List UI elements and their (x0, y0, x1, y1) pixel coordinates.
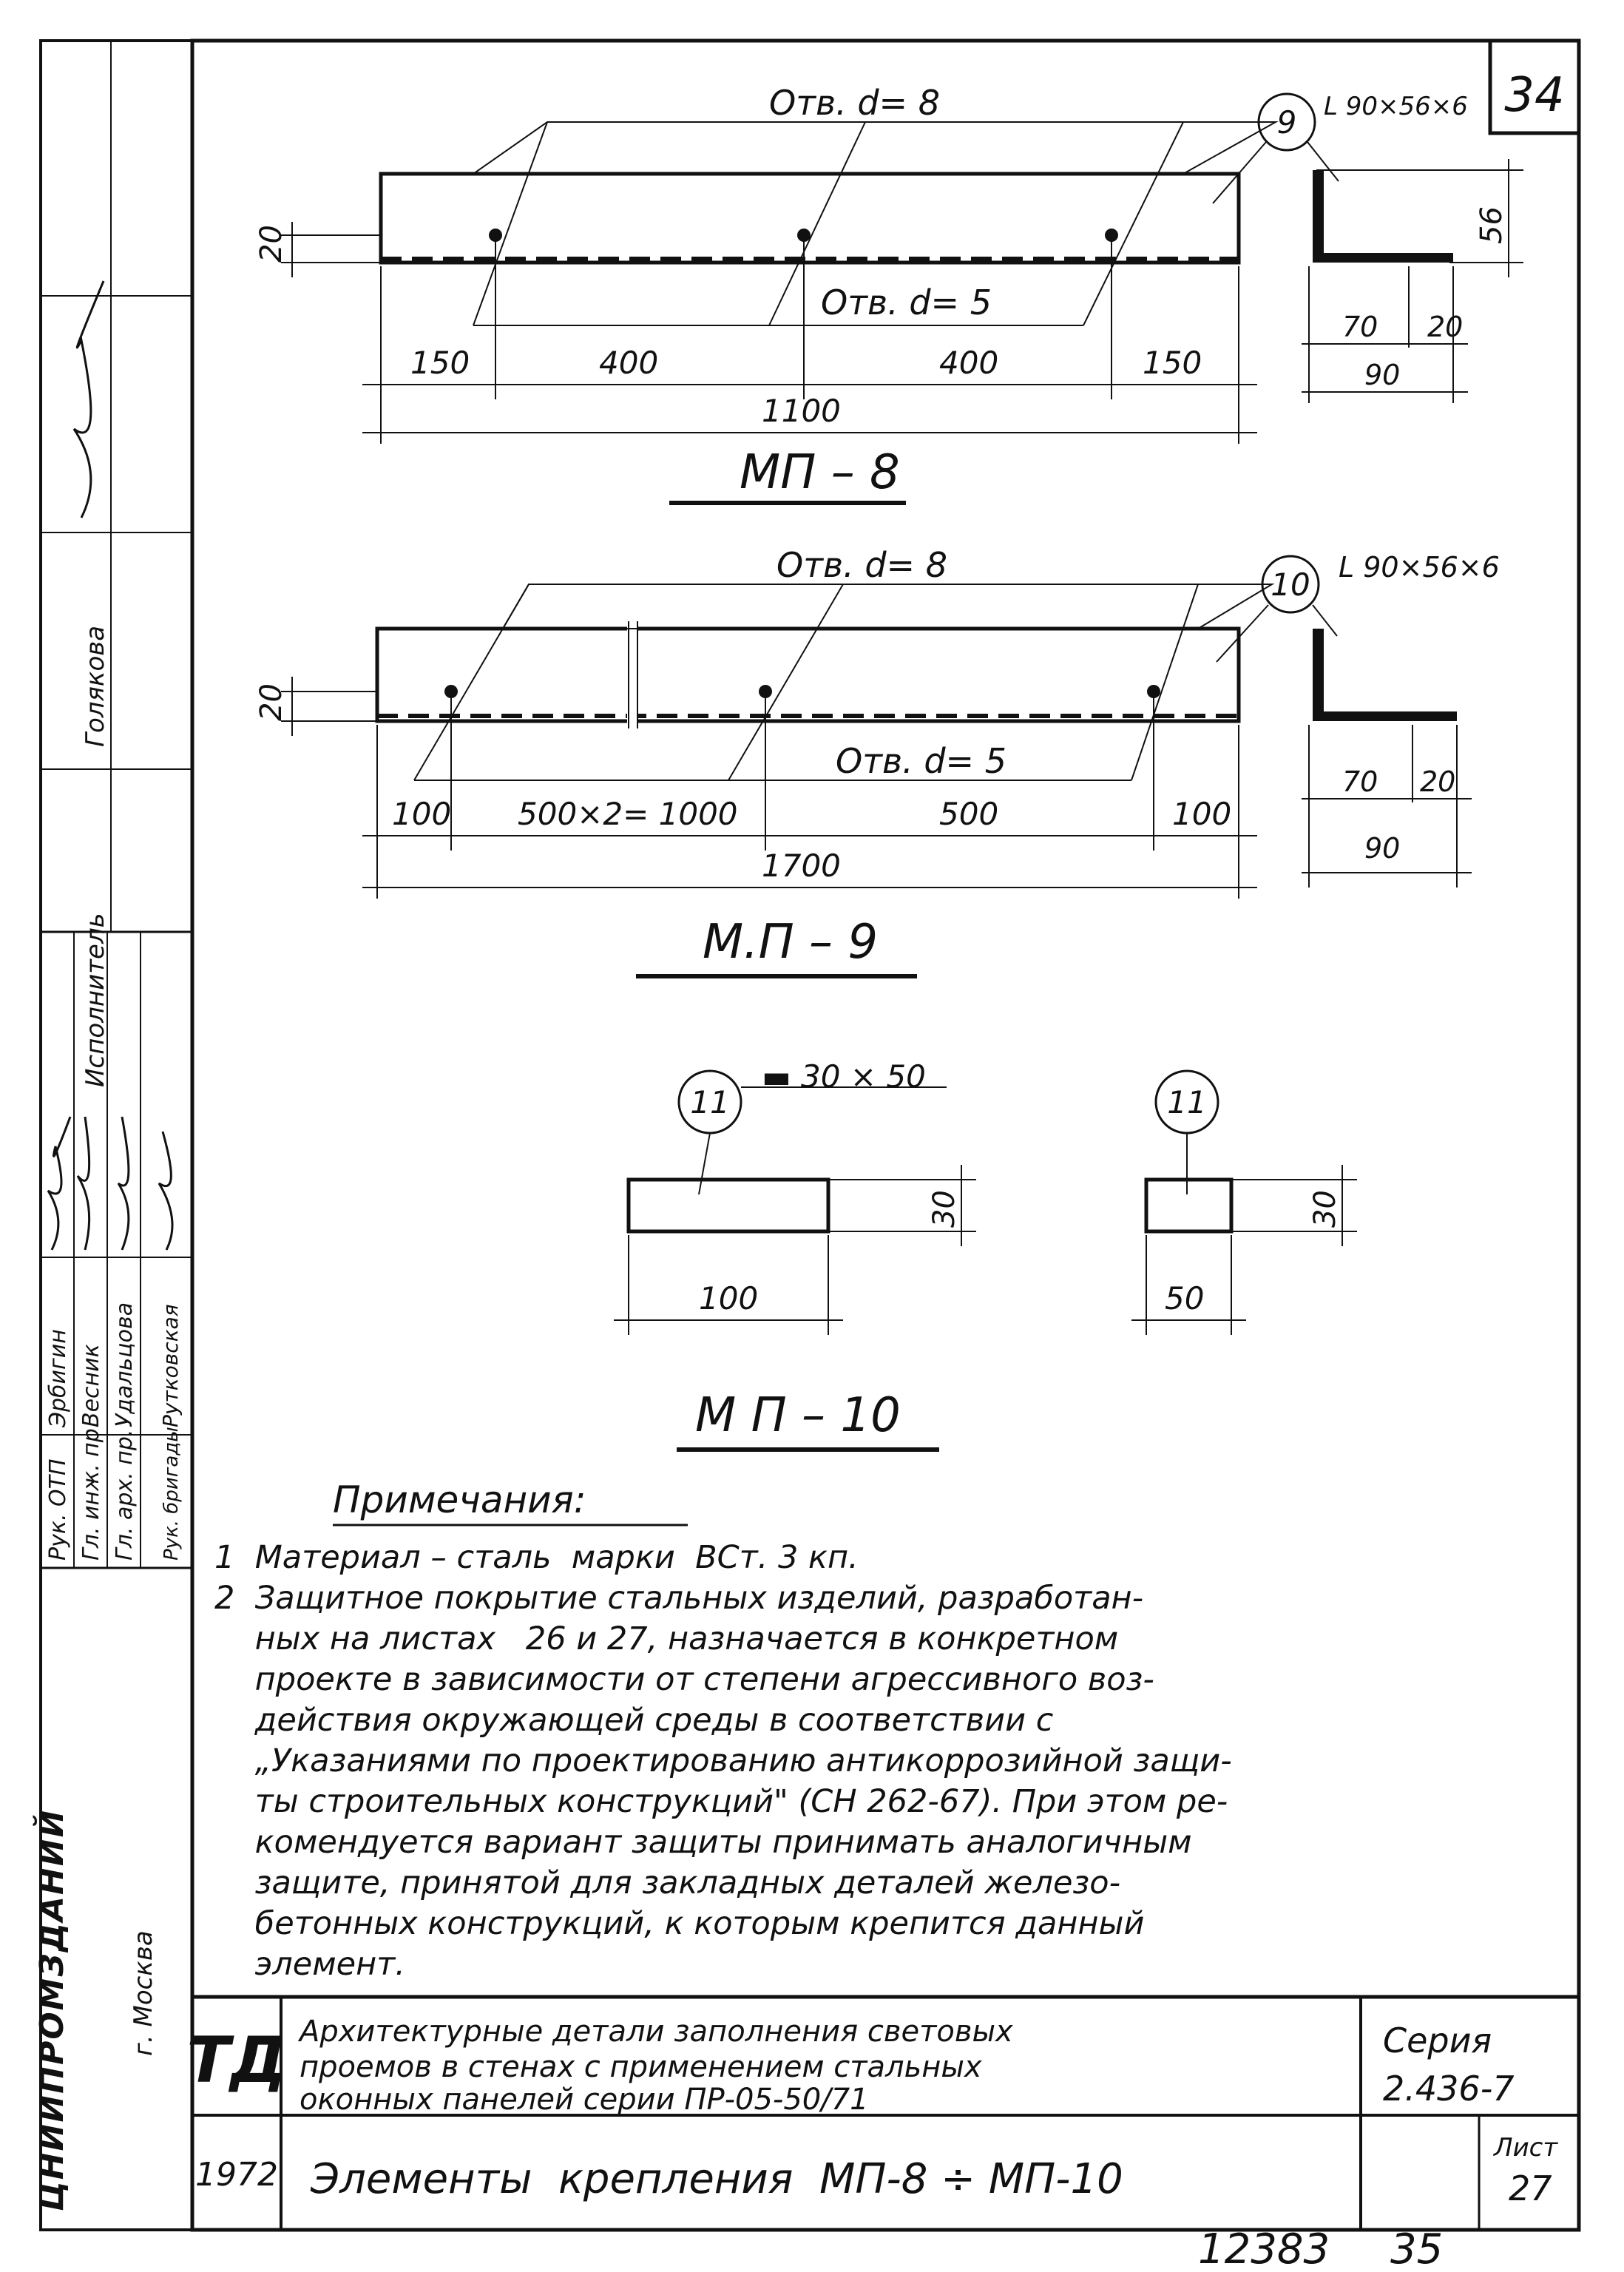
note-line-9: защите, принятой для закладных деталей ж… (214, 1864, 1120, 1901)
mp8-profile: L 90×56×6 (1324, 92, 1468, 121)
stamp-city: г. Москва (129, 1930, 158, 2056)
note-line-5: действия окружающей среды в соответствии… (214, 1702, 1054, 1739)
stamp-org: ЦНИИПРОМЗДАНИЙ (32, 1808, 71, 2211)
mp8-dim-1: 150 (410, 345, 470, 381)
mp10-width-left: 100 (699, 1280, 758, 1316)
logo-mark: ТД (186, 2024, 286, 2097)
mp8-side-70: 70 (1342, 311, 1378, 343)
mp9-hole-top: Отв. d= 8 (777, 545, 947, 585)
mp8-dim-3: 400 (939, 345, 998, 381)
mp9-side-90: 90 (1364, 832, 1400, 865)
mp8-side-20: 20 (1427, 311, 1463, 343)
mp8-hole-bottom: Отв. d= 5 (821, 283, 992, 322)
mp8-side-90: 90 (1364, 359, 1400, 391)
stamp-role-4: Рук. бригады (160, 1427, 183, 1561)
mp9-dim-4: 100 (1172, 796, 1231, 832)
note-line-8: комендуется вариант защиты принимать ана… (214, 1824, 1192, 1861)
inventory-number: 12383 (1198, 2225, 1330, 2272)
stamp-executor-name: Голякова (81, 626, 110, 747)
mp8-hole-top: Отв. d= 8 (769, 83, 940, 123)
mp8-dim-20: 20 (254, 225, 288, 263)
title-desc-3: оконных панелей серии ПР-05-50/71 (300, 2083, 869, 2117)
note-line-10: бетонных конструкций, к которым крепится… (214, 1905, 1144, 1942)
mp9-dim-1: 100 (392, 796, 451, 832)
mp9-hole-bottom: Отв. d= 5 (836, 741, 1006, 781)
mp9-dim-3: 500 (939, 796, 998, 832)
corner-number: 34 (1504, 68, 1564, 123)
stamp-name-4: Рутковская (158, 1304, 183, 1427)
note-line-7: ты строительных конструкций" (СН 262-67)… (214, 1783, 1228, 1820)
notes-heading: Примечания: (333, 1478, 586, 1521)
stamp-name-3: Удальцова (112, 1302, 138, 1427)
stamp-role-1: Рук. ОТП (45, 1458, 71, 1561)
mp10-section: ▬ 30 × 50 (762, 1058, 926, 1095)
mp8-total: 1100 (762, 393, 841, 429)
series-label: Серия (1383, 2021, 1492, 2060)
mp8-mark: 9 (1277, 104, 1297, 141)
stamp-name-2: Весник (78, 1344, 104, 1427)
mp8-dim-2: 400 (599, 345, 658, 381)
notes-section: Примечания: 1 Материал – сталь марки ВСт… (214, 1478, 1232, 1983)
sheet-label: Лист (1492, 2133, 1558, 2163)
mp10-title: М П – 10 (695, 1388, 901, 1443)
title-year: 1972 (195, 2156, 278, 2194)
mp8-title: МП – 8 (740, 445, 900, 500)
note-line-6: „Указаниями по проектированию антикорроз… (214, 1742, 1232, 1779)
mp10-height-right: 30 (1308, 1190, 1342, 1228)
corner-number-box: 34 (1488, 38, 1581, 135)
signature-marks (47, 280, 174, 1251)
side-stamp: Рук. ОТП Гл. инж. пр. Гл. арх. пр. Рук. … (32, 41, 192, 2211)
mp9-dim-2: 500×2= 1000 (518, 796, 738, 832)
mp9-profile: L 90×56×6 (1339, 551, 1500, 584)
note-line-2: 2 Защитное покрытие стальных изделий, ра… (214, 1580, 1143, 1617)
sheet-frame (39, 38, 1581, 2232)
drawing-mp10: 11 ▬ 30 × 50 30 100 11 30 50 М П – 10 (614, 1058, 1357, 1452)
mp8-dim-4: 150 (1143, 345, 1202, 381)
mp10-mark-right: 11 (1167, 1084, 1206, 1120)
stamp-executor-label: Исполнитель (81, 913, 110, 1087)
mp9-total: 1700 (762, 848, 841, 884)
mp9-dim-20: 20 (254, 683, 288, 721)
mp9-title: М.П – 9 (703, 915, 878, 970)
series-value: 2.436-7 (1383, 2069, 1515, 2109)
mp9-mark: 10 (1271, 567, 1310, 603)
drawing-title: Элементы крепления МП-8 ÷ МП-10 (310, 2155, 1123, 2203)
note-line-3: ных на листах 26 и 27, назначается в кон… (214, 1620, 1118, 1657)
bottom-numbers: 12383 35 (1198, 2225, 1443, 2272)
mp10-mark-left: 11 (690, 1084, 729, 1120)
note-line-1: 1 Материал – сталь марки ВСт. 3 кп. (214, 1539, 859, 1576)
mp9-side-20: 20 (1420, 765, 1455, 798)
stamp-role-3: Гл. арх. пр. (112, 1430, 138, 1561)
note-line-11: элемент. (214, 1946, 405, 1983)
drawing-mp9: Отв. d= 8 Отв. d= 5 20 100 500×2= 1000 5… (254, 545, 1500, 978)
mp10-width-right: 50 (1165, 1280, 1204, 1316)
stamp-name-1: Эрбигин (45, 1329, 71, 1428)
drawing-mp8: Отв. d= 8 Отв. d= 5 20 150 400 400 150 1… (254, 83, 1523, 505)
page-number: 35 (1390, 2225, 1443, 2272)
mp8-side-56: 56 (1475, 206, 1509, 244)
sheet-value: 27 (1509, 2168, 1552, 2208)
title-desc-1: Архитектурные детали заполнения световых (297, 2015, 1013, 2049)
stamp-role-2: Гл. инж. пр. (78, 1421, 104, 1561)
mp10-height-left: 30 (927, 1190, 961, 1228)
title-desc-2: проемов в стенах с применением стальных (300, 2050, 982, 2084)
mp9-side-70: 70 (1342, 765, 1378, 798)
note-line-4: проекте в зависимости от степени агресси… (214, 1661, 1154, 1698)
title-block: ТД Архитектурные детали заполнения свето… (186, 1995, 1579, 2230)
